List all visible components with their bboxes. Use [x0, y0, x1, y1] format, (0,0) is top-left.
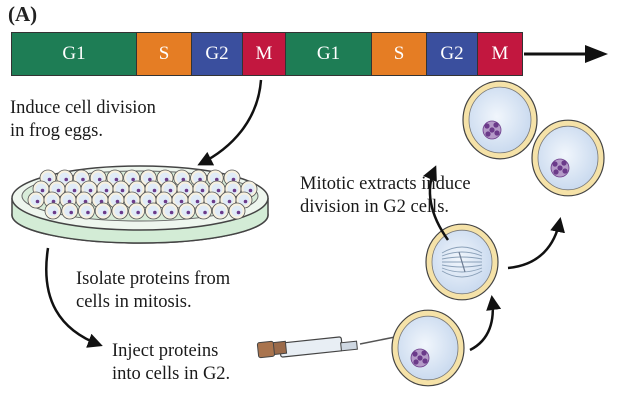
dividing-cell-icon: [425, 223, 499, 301]
arrow-icon: [45, 247, 103, 348]
phase-g1: G1: [286, 33, 372, 75]
caption-induce: Induce cell division in frog eggs.: [10, 98, 156, 141]
arrow-icon: [197, 79, 263, 166]
frog-egg-icon: [228, 202, 246, 220]
frog-egg-icon: [178, 202, 196, 220]
daughter-cell-icon: [531, 119, 605, 197]
frog-egg-icon: [195, 202, 212, 220]
daughter-cell-icon: [462, 80, 538, 160]
frog-egg-icon: [211, 202, 229, 220]
caption-mitotic: Mitotic extracts induce division in G2 c…: [300, 174, 471, 217]
frog-egg-icon: [161, 202, 179, 220]
phase-g2: G2: [192, 33, 243, 75]
frog-egg-icon: [94, 202, 112, 220]
arrow-icon: [423, 165, 450, 241]
phase-s: S: [372, 33, 427, 75]
phase-s: S: [137, 33, 192, 75]
frog-egg-icon: [61, 202, 79, 220]
phase-g1: G1: [12, 33, 137, 75]
panel-label: (A): [8, 2, 38, 26]
frog-egg-icon: [128, 202, 146, 220]
syringe-icon: [256, 335, 401, 359]
arrow-icon: [507, 217, 565, 270]
frog-egg-icon: [44, 202, 62, 220]
frog-egg-icon: [78, 202, 95, 220]
frog-egg-icon: [144, 202, 162, 220]
petri-dish-icon: [11, 165, 269, 244]
arrow-icon: [469, 295, 502, 352]
phase-m: M: [243, 33, 286, 75]
phase-g2: G2: [427, 33, 478, 75]
caption-inject: Inject proteins into cells in G2.: [112, 341, 231, 384]
phase-m: M: [478, 33, 522, 75]
cell-cycle-bar: G1 S G2 M G1 S G2 M: [11, 32, 523, 76]
frog-egg-icon: [111, 202, 129, 220]
g2-cell-icon: [391, 309, 465, 387]
caption-isolate: Isolate proteins from cells in mitosis.: [76, 269, 231, 312]
frog-egg-icon: [223, 169, 241, 187]
frog-egg-icon: [187, 191, 205, 209]
timeline-arrow-icon: [524, 45, 608, 63]
frog-eggs: [27, 169, 258, 220]
frog-egg-icon: [27, 191, 45, 209]
